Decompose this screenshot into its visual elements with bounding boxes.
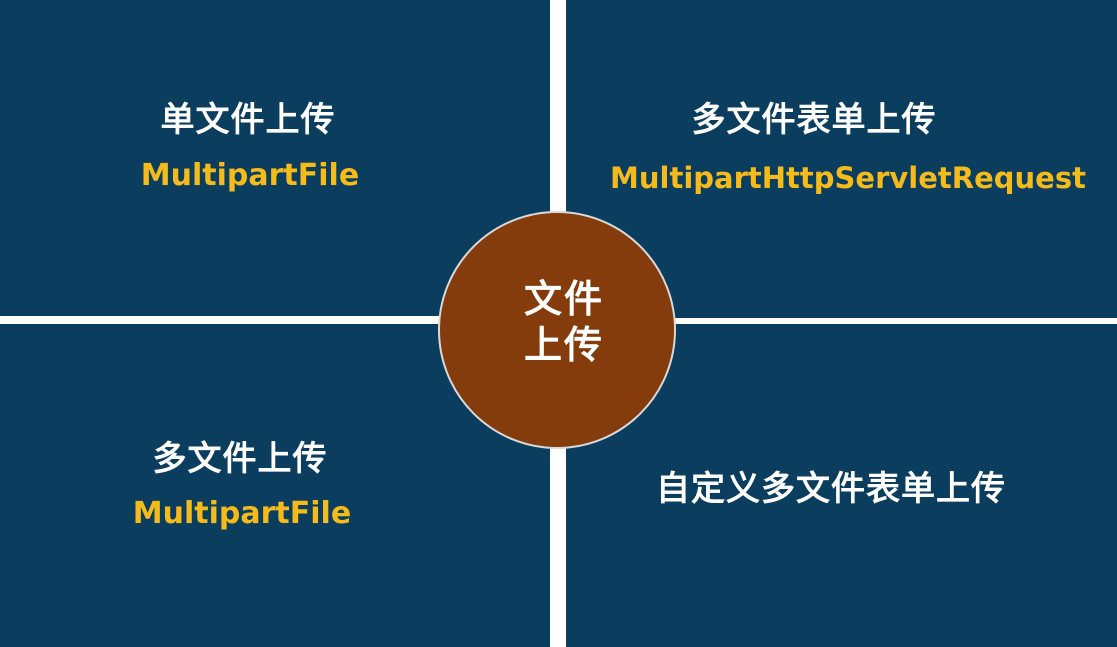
center-label-line2: 上传 [523,323,604,367]
center-label: 文件 上传 [438,276,690,368]
single-file-upload-title: 单文件上传 [160,100,336,140]
multi-file-upload-title: 多文件上传 [152,439,328,479]
custom-multi-file-form-upload-title: 自定义多文件表单上传 [656,469,1006,509]
multi-file-upload-subtitle: MultipartFile [132,496,352,531]
quadrant-top-right [566,0,1117,318]
center-circle [438,211,676,449]
center-label-line1: 文件 [523,277,604,321]
multi-file-form-upload-subtitle: MultipartHttpServletRequest [610,161,1086,195]
single-file-upload-subtitle: MultipartFile [140,158,360,193]
multi-file-form-upload-title: 多文件表单上传 [691,100,937,140]
